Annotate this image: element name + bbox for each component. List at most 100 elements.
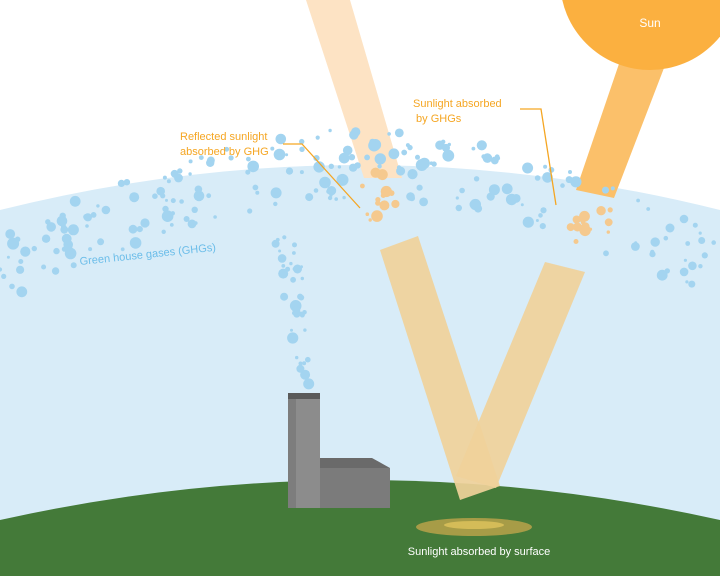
absorbed-bubble: [379, 200, 390, 211]
absorbed-bubble: [604, 218, 613, 227]
absorbed-ghg-label-line1: Sunlight absorbed: [413, 98, 502, 110]
ghg-bubble: [313, 188, 319, 193]
ghg-bubble: [117, 179, 125, 187]
ghg-bubble: [679, 267, 689, 277]
ghg-bubble: [679, 214, 689, 224]
emission-bubble: [300, 369, 311, 380]
emission-bubble: [282, 235, 287, 240]
ghg-bubble: [539, 223, 546, 230]
ghg-bubble: [369, 138, 376, 146]
reflected-ray: [456, 262, 585, 488]
emission-bubble: [277, 254, 287, 263]
ghg-bubble: [522, 162, 534, 174]
ghg-bubble: [129, 192, 140, 203]
absorbed-bubble: [588, 227, 593, 231]
emission-bubble: [287, 332, 299, 344]
ghg-bubble: [183, 216, 190, 222]
ghg-bubble: [56, 215, 68, 227]
absorbed-bubble: [368, 218, 372, 222]
ghg-bubble: [177, 168, 183, 174]
sun-icon: [562, 0, 720, 70]
ghg-bubble: [20, 246, 31, 257]
ghg-bubble: [170, 198, 176, 204]
ghg-bubble: [273, 148, 286, 161]
ghg-bubble: [228, 155, 234, 161]
ghg-bubble: [688, 280, 696, 288]
ghg-bubble: [429, 161, 434, 165]
ghg-bubble: [401, 149, 408, 156]
incoming-ray-faded: [306, 0, 402, 178]
emission-bubble: [281, 264, 286, 268]
emission-bubble: [305, 356, 311, 363]
ghg-bubble: [140, 218, 150, 228]
ghg-bubble: [688, 261, 697, 271]
emission-bubble: [299, 311, 303, 315]
ghg-bubble: [152, 193, 158, 199]
ghg-bubble: [665, 223, 675, 233]
ghg-bubble: [120, 247, 125, 252]
ghg-bubble: [685, 280, 689, 284]
emission-bubble: [289, 261, 293, 266]
emission-bubble: [292, 251, 296, 255]
emission-bubble: [290, 328, 293, 332]
ghg-bubble: [327, 195, 333, 201]
ghg-bubble: [129, 237, 142, 249]
ghg-bubble: [305, 193, 314, 202]
absorbed-bubble: [581, 222, 590, 231]
ghg-bubble: [213, 215, 217, 219]
ghg-bubble: [166, 179, 171, 184]
ghg-bubble: [299, 138, 305, 145]
reflected-label-line2: absorbed by GHG: [180, 146, 269, 158]
ghg-bubble: [313, 161, 325, 173]
absorbed-bubble: [391, 199, 400, 209]
emission-bubble: [285, 266, 291, 272]
ghg-bubble: [193, 190, 205, 202]
emission-bubble: [303, 328, 307, 332]
emission-bubble: [280, 292, 289, 301]
ghg-bubble: [494, 154, 500, 160]
emission-bubble: [300, 265, 303, 269]
ghg-bubble: [136, 226, 143, 233]
absorbed-ghg-label-line2: by GHGs: [413, 113, 462, 125]
ghg-bubble: [83, 213, 90, 221]
ghg-bubble: [16, 265, 25, 274]
ghg-bubble: [319, 176, 331, 189]
ghg-bubble: [194, 221, 198, 225]
ghg-bubble: [649, 251, 656, 258]
ghg-bubble: [165, 198, 168, 202]
ghg-bubble: [247, 160, 259, 173]
ghg-bubble: [374, 153, 386, 165]
ghg-bubble: [501, 183, 513, 195]
emission-bubble: [278, 249, 282, 253]
ghg-bubble: [419, 197, 428, 207]
ghg-bubble: [46, 222, 56, 232]
ghg-bubble: [59, 212, 66, 219]
emission-bubble: [278, 268, 289, 279]
ghg-bubble: [70, 262, 77, 269]
absorbed-ghg-label: Sunlight absorbed by GHGs: [413, 98, 505, 125]
ghg-bubble: [60, 225, 69, 234]
ghg-bubble: [542, 172, 553, 183]
ghg-bubble: [354, 162, 361, 169]
emission-bubble: [292, 311, 296, 315]
absorbed-leader-line: [520, 108, 557, 206]
ghg-bubble: [416, 184, 423, 191]
ghg-bubble: [67, 224, 79, 236]
ghg-bubble: [459, 187, 465, 194]
ghg-bubble: [364, 154, 370, 161]
ghg-bubble: [161, 210, 174, 222]
ghg-bubble: [270, 146, 275, 151]
ghg-bubble: [455, 196, 459, 200]
absorbed-bubble: [573, 239, 579, 244]
ghg-bubble: [329, 193, 333, 197]
absorbed-bubble: [375, 200, 381, 206]
ghg-bubble: [299, 146, 305, 152]
ghg-bubble: [482, 153, 493, 163]
ghg-bubble: [701, 252, 708, 259]
ghg-bubble: [683, 258, 688, 262]
ghg-bubble: [97, 238, 105, 246]
ghg-bubble: [415, 154, 420, 160]
ghg-bubble: [342, 145, 353, 156]
